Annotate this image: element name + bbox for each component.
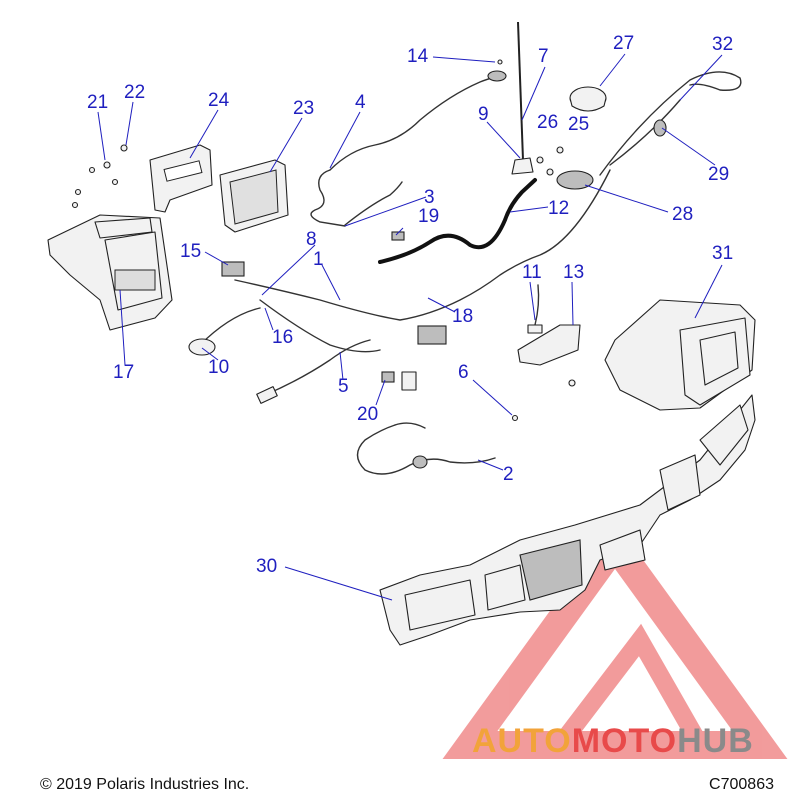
callout-7: 7 [538,46,549,67]
part-27-cap [569,86,607,112]
callout-18: 18 [452,306,473,327]
callout-16: 16 [272,327,293,348]
callout-28: 28 [672,204,693,225]
watermark-part3: HUB [677,722,754,760]
callout-6: 6 [458,362,469,383]
callout-9: 9 [478,104,489,125]
part-23-display [219,159,289,233]
callout-26: 26 [537,112,558,133]
callout-20: 20 [357,404,378,425]
callout-21: 21 [87,92,108,113]
watermark-logo [442,521,788,759]
callout-23: 23 [293,98,314,119]
callout-32: 32 [712,34,733,55]
watermark-text: AUTOMOTOHUB [472,722,754,760]
callout-29: 29 [708,164,729,185]
leader-lines [97,53,723,601]
callout-24: 24 [208,90,230,111]
callout-19: 19 [418,206,439,227]
callout-17: 17 [113,362,134,383]
callout-8: 8 [306,229,317,250]
callout-10: 10 [208,357,229,378]
callout-15: 15 [180,241,201,262]
callout-1: 1 [313,249,324,270]
callout-27: 27 [613,33,634,54]
part-30-dash-panel [379,394,756,646]
part-7-antenna [511,21,534,175]
callout-25: 25 [568,114,589,135]
callout-3: 3 [424,187,435,208]
callout-14: 14 [407,46,429,67]
callout-5: 5 [338,376,349,397]
drawing-code: C700863 [709,776,774,793]
copyright-text: © 2019 Polaris Industries Inc. [40,776,250,793]
part-31-glove-box [604,299,756,411]
callout-13: 13 [563,262,584,283]
fasteners [71,59,576,422]
callout-11: 11 [522,262,542,283]
callout-31: 31 [712,243,733,264]
callout-22: 22 [124,82,145,103]
callout-12: 12 [548,198,569,219]
callout-2: 2 [503,464,514,485]
callout-30: 30 [256,556,277,577]
callout-4: 4 [355,92,366,113]
watermark-part1: AUTO [472,722,572,760]
part-13-bracket [517,324,581,366]
part-24-bracket [149,144,213,213]
part-28-base [556,170,594,190]
watermark-part2: MOTO [572,722,677,760]
wiring [188,70,742,475]
part-17-bezel [47,214,173,331]
